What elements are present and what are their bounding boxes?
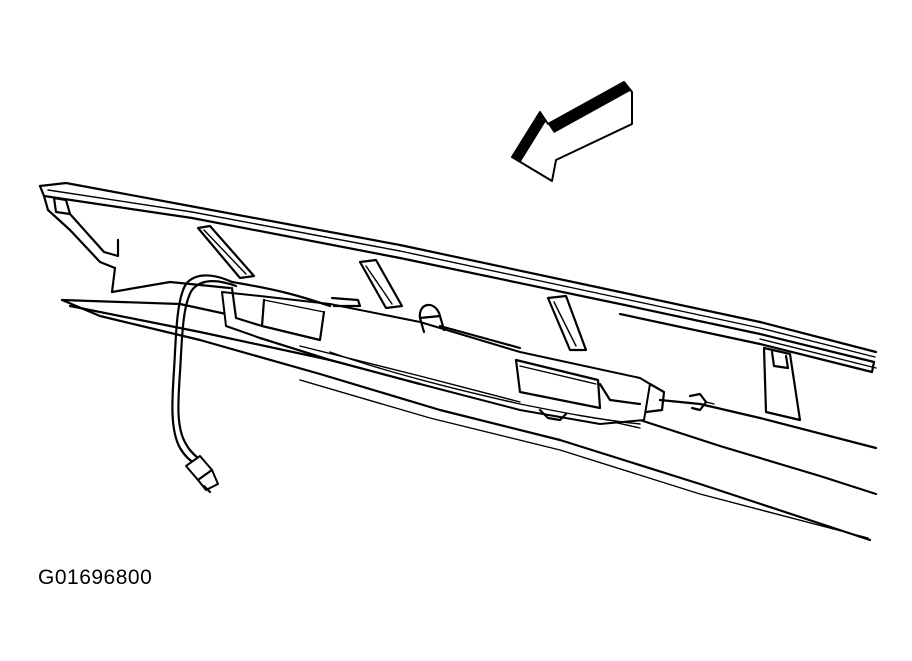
mounting-tab-3 (546, 294, 588, 352)
figure-code: G01696800 (38, 566, 153, 589)
wiring-harness (171, 274, 641, 466)
left-end-panel (46, 196, 120, 294)
right-clip (688, 392, 715, 412)
direction-arrow (511, 81, 633, 182)
lamp-housing (221, 286, 666, 425)
mounting-tab-1 (196, 224, 256, 280)
upper-flange (38, 181, 878, 374)
mounting-tab-4 (762, 346, 802, 422)
mounting-tab-2 (358, 258, 404, 310)
harness-connector (185, 455, 219, 494)
center-clip (418, 303, 446, 334)
